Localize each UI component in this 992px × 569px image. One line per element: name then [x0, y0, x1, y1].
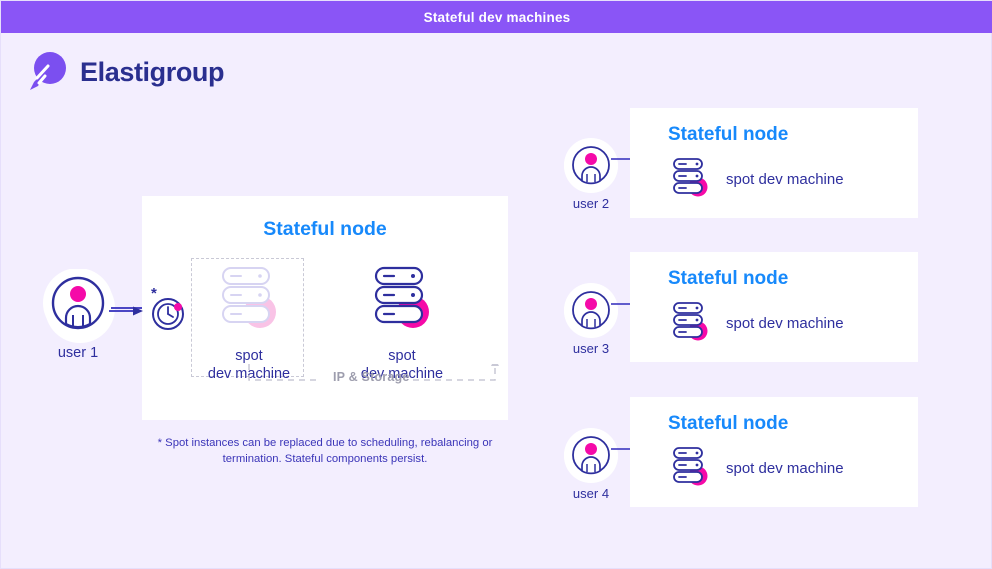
brand-logo: Elastigroup — [23, 49, 225, 95]
user-avatar-icon — [558, 283, 624, 339]
machine-label-active: spot dev machine — [360, 348, 444, 383]
user-1-label: user 1 — [57, 345, 99, 361]
stateful-node-card-4: Stateful node — [630, 397, 918, 507]
node-card-machine-row: spot dev machine — [668, 156, 844, 203]
ip-storage-connector: IP & Storage — [233, 358, 513, 394]
node-card-title: Stateful node — [668, 268, 789, 289]
clock-icon: * — [146, 285, 190, 332]
main-stateful-node-card: Stateful node * — [109, 196, 508, 420]
replaced-machine-boundary — [191, 258, 304, 377]
spot-dev-machine-replaced: spot dev machine — [194, 262, 304, 383]
spot-dev-machine-active: spot dev machine — [347, 262, 457, 383]
user-4-label: user 4 — [572, 486, 610, 501]
user-4: user 4 — [558, 428, 624, 501]
asterisk-marker: * — [151, 285, 157, 302]
main-node-title: Stateful node — [263, 218, 387, 240]
arrow-into-clock — [109, 304, 145, 316]
user-avatar-icon — [558, 428, 624, 484]
server-stack-icon — [668, 300, 712, 347]
user-3: user 3 — [558, 283, 624, 356]
server-stack-icon — [194, 262, 304, 339]
header-bar: Stateful dev machines — [1, 1, 992, 33]
user-2-label: user 2 — [572, 196, 610, 211]
footnote-text: * Spot instances can be replaced due to … — [157, 437, 493, 466]
page-title: Stateful dev machines — [423, 9, 571, 25]
user-3-label: user 3 — [572, 341, 610, 356]
machine-label-replaced: spot dev machine — [207, 348, 291, 383]
brand-name: Elastigroup — [80, 56, 225, 87]
user-avatar-icon — [558, 138, 624, 194]
node-card-machine-label: spot dev machine — [726, 460, 844, 477]
node-card-machine-row: spot dev machine — [668, 300, 844, 347]
user-2: user 2 — [558, 138, 624, 211]
node-card-machine-row: spot dev machine — [668, 445, 844, 492]
node-card-title: Stateful node — [668, 124, 789, 145]
stateful-node-card-2: Stateful node — [630, 108, 918, 218]
server-stack-icon — [668, 156, 712, 203]
node-card-machine-label: spot dev machine — [726, 171, 844, 188]
elastigroup-comet-logo-icon — [23, 49, 69, 95]
server-stack-icon — [668, 445, 712, 492]
user-avatar-icon — [41, 268, 115, 339]
stateful-node-card-3: Stateful node — [630, 252, 918, 362]
node-card-title: Stateful node — [668, 413, 789, 434]
node-card-machine-label: spot dev machine — [726, 315, 844, 332]
ip-storage-label: IP & Storage — [333, 370, 410, 384]
server-stack-icon — [347, 262, 457, 339]
user-1: user 1 — [41, 268, 115, 361]
